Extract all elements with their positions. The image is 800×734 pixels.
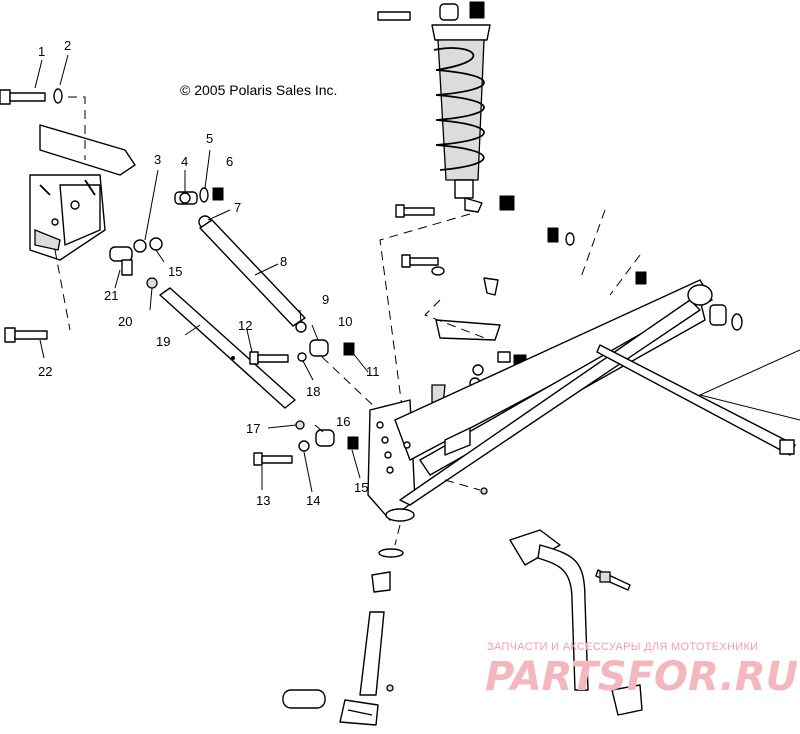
rod-end-21 xyxy=(109,246,133,276)
callout-16: 16 xyxy=(336,414,350,429)
watermark-tagline: ЗАПЧАСТИ И АКСЕССУАРЫ ДЛЯ МОТОТЕХНИКИ xyxy=(487,641,758,653)
tie-rod-19 xyxy=(159,287,296,409)
grease-fitting xyxy=(480,487,488,495)
callout-8: 8 xyxy=(280,254,287,269)
callout-12: 12 xyxy=(238,318,252,333)
callout-17: 17 xyxy=(246,421,260,436)
callout-19: 19 xyxy=(156,334,170,349)
bushing-17 xyxy=(295,420,305,430)
tie-rod-hole xyxy=(231,356,235,360)
bolt-12 xyxy=(249,351,289,365)
bushing-3 xyxy=(133,239,147,253)
callout-13: 13 xyxy=(256,493,270,508)
nut-15 xyxy=(347,436,359,450)
callout-15a: 15 xyxy=(168,264,182,279)
callout-6: 6 xyxy=(226,154,233,169)
callout-9: 9 xyxy=(322,292,329,307)
bolt-1 xyxy=(0,89,46,105)
bolt-13 xyxy=(253,452,293,466)
leader-washer xyxy=(68,96,86,160)
watermark: ЗАПЧАСТИ И АКСЕССУАРЫ ДЛЯ МОТОТЕХНИКИ PA… xyxy=(485,641,798,700)
nut-11 xyxy=(343,342,355,356)
leader-grease xyxy=(444,479,481,491)
callout-21: 21 xyxy=(104,288,118,303)
callout-3: 3 xyxy=(154,152,161,167)
callout-5: 5 xyxy=(206,131,213,146)
leader-bracket xyxy=(424,299,491,341)
leader-shock xyxy=(379,213,471,431)
copyright-text: © 2005 Polaris Sales Inc. xyxy=(180,82,337,98)
leader-right xyxy=(579,209,641,296)
nut-20 xyxy=(146,277,158,289)
callout-14: 14 xyxy=(306,493,320,508)
washer-14 xyxy=(298,440,310,452)
bolt-22 xyxy=(4,327,48,343)
callout-4: 4 xyxy=(181,154,188,169)
washer-2 xyxy=(53,88,63,104)
callout-11: 11 xyxy=(366,364,380,379)
callout-10: 10 xyxy=(338,314,352,329)
callout-18: 18 xyxy=(306,384,320,399)
callout-1: 1 xyxy=(38,44,45,59)
leader-22 xyxy=(54,249,71,331)
callout-labels: 1 2 3 4 5 6 7 8 9 10 11 12 13 14 15 15 1… xyxy=(38,38,380,508)
tie-rod-8 xyxy=(199,219,306,327)
shock-absorber xyxy=(377,1,515,218)
leader-right-bolt xyxy=(698,349,800,421)
rod-end-10 xyxy=(309,339,329,357)
callout-7: 7 xyxy=(234,200,241,215)
nut-6 xyxy=(212,187,224,201)
callout-leaders xyxy=(34,54,369,493)
callout-22: 22 xyxy=(38,364,52,379)
callout-2: 2 xyxy=(64,38,71,53)
ski-spindle-assembly xyxy=(367,279,713,522)
washer-5 xyxy=(199,187,209,203)
rod-end-4 xyxy=(174,191,198,205)
watermark-logo: PARTSFOR.RU xyxy=(485,654,798,700)
right-hardware xyxy=(547,227,796,456)
callout-20: 20 xyxy=(118,314,132,329)
frame-bracket xyxy=(29,124,136,261)
callout-15b: 15 xyxy=(354,480,368,495)
steering-arm xyxy=(509,529,643,716)
bushing-9 xyxy=(295,321,307,333)
leader-10 xyxy=(321,356,381,413)
bushing-15-top xyxy=(149,237,163,251)
leader-spindle xyxy=(394,524,401,546)
spindle xyxy=(282,548,404,726)
rod-end-16 xyxy=(315,429,335,447)
washer-18 xyxy=(297,352,307,362)
